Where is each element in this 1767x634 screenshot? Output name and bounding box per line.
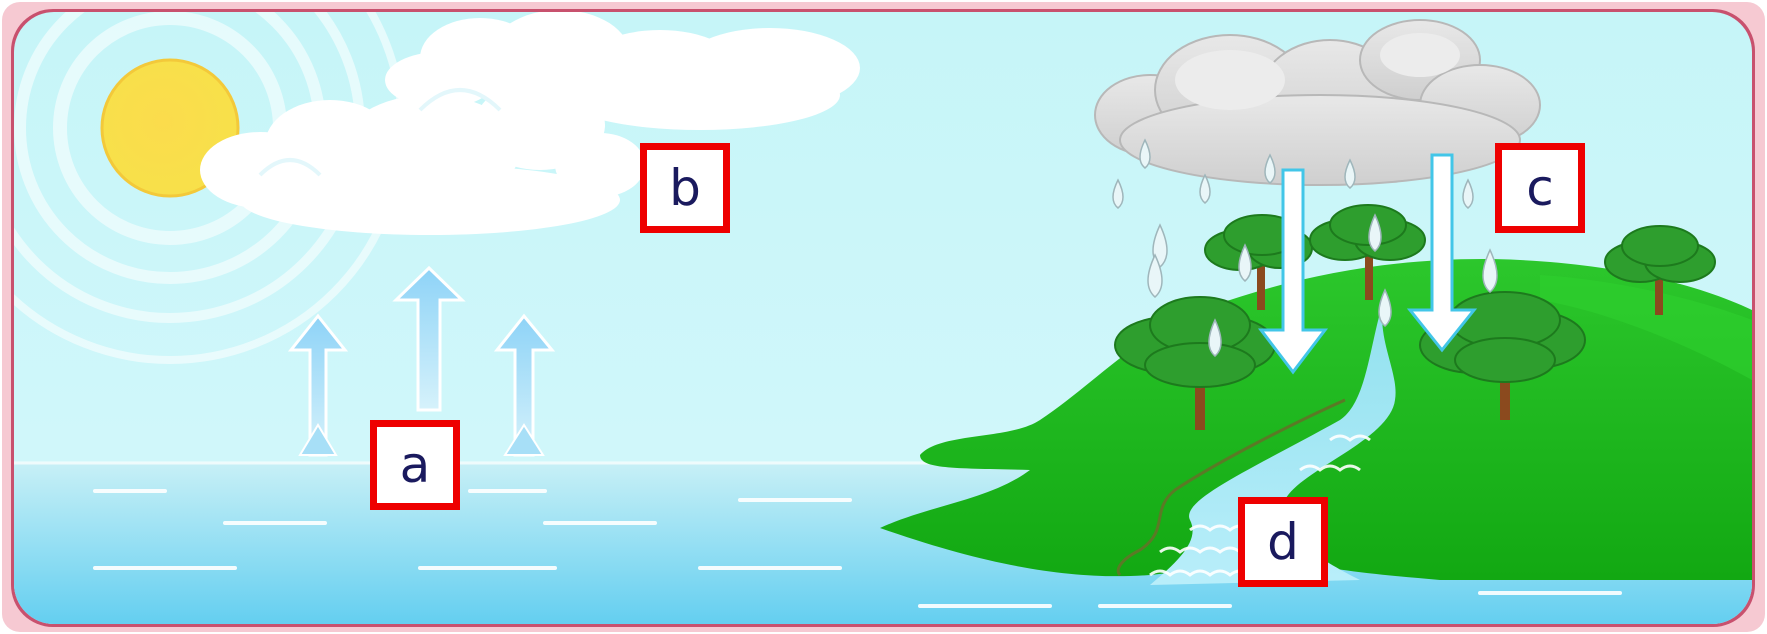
label-b: b: [640, 143, 730, 233]
label-d: d: [1238, 497, 1328, 587]
label-c: c: [1495, 143, 1585, 233]
label-a: a: [370, 420, 460, 510]
